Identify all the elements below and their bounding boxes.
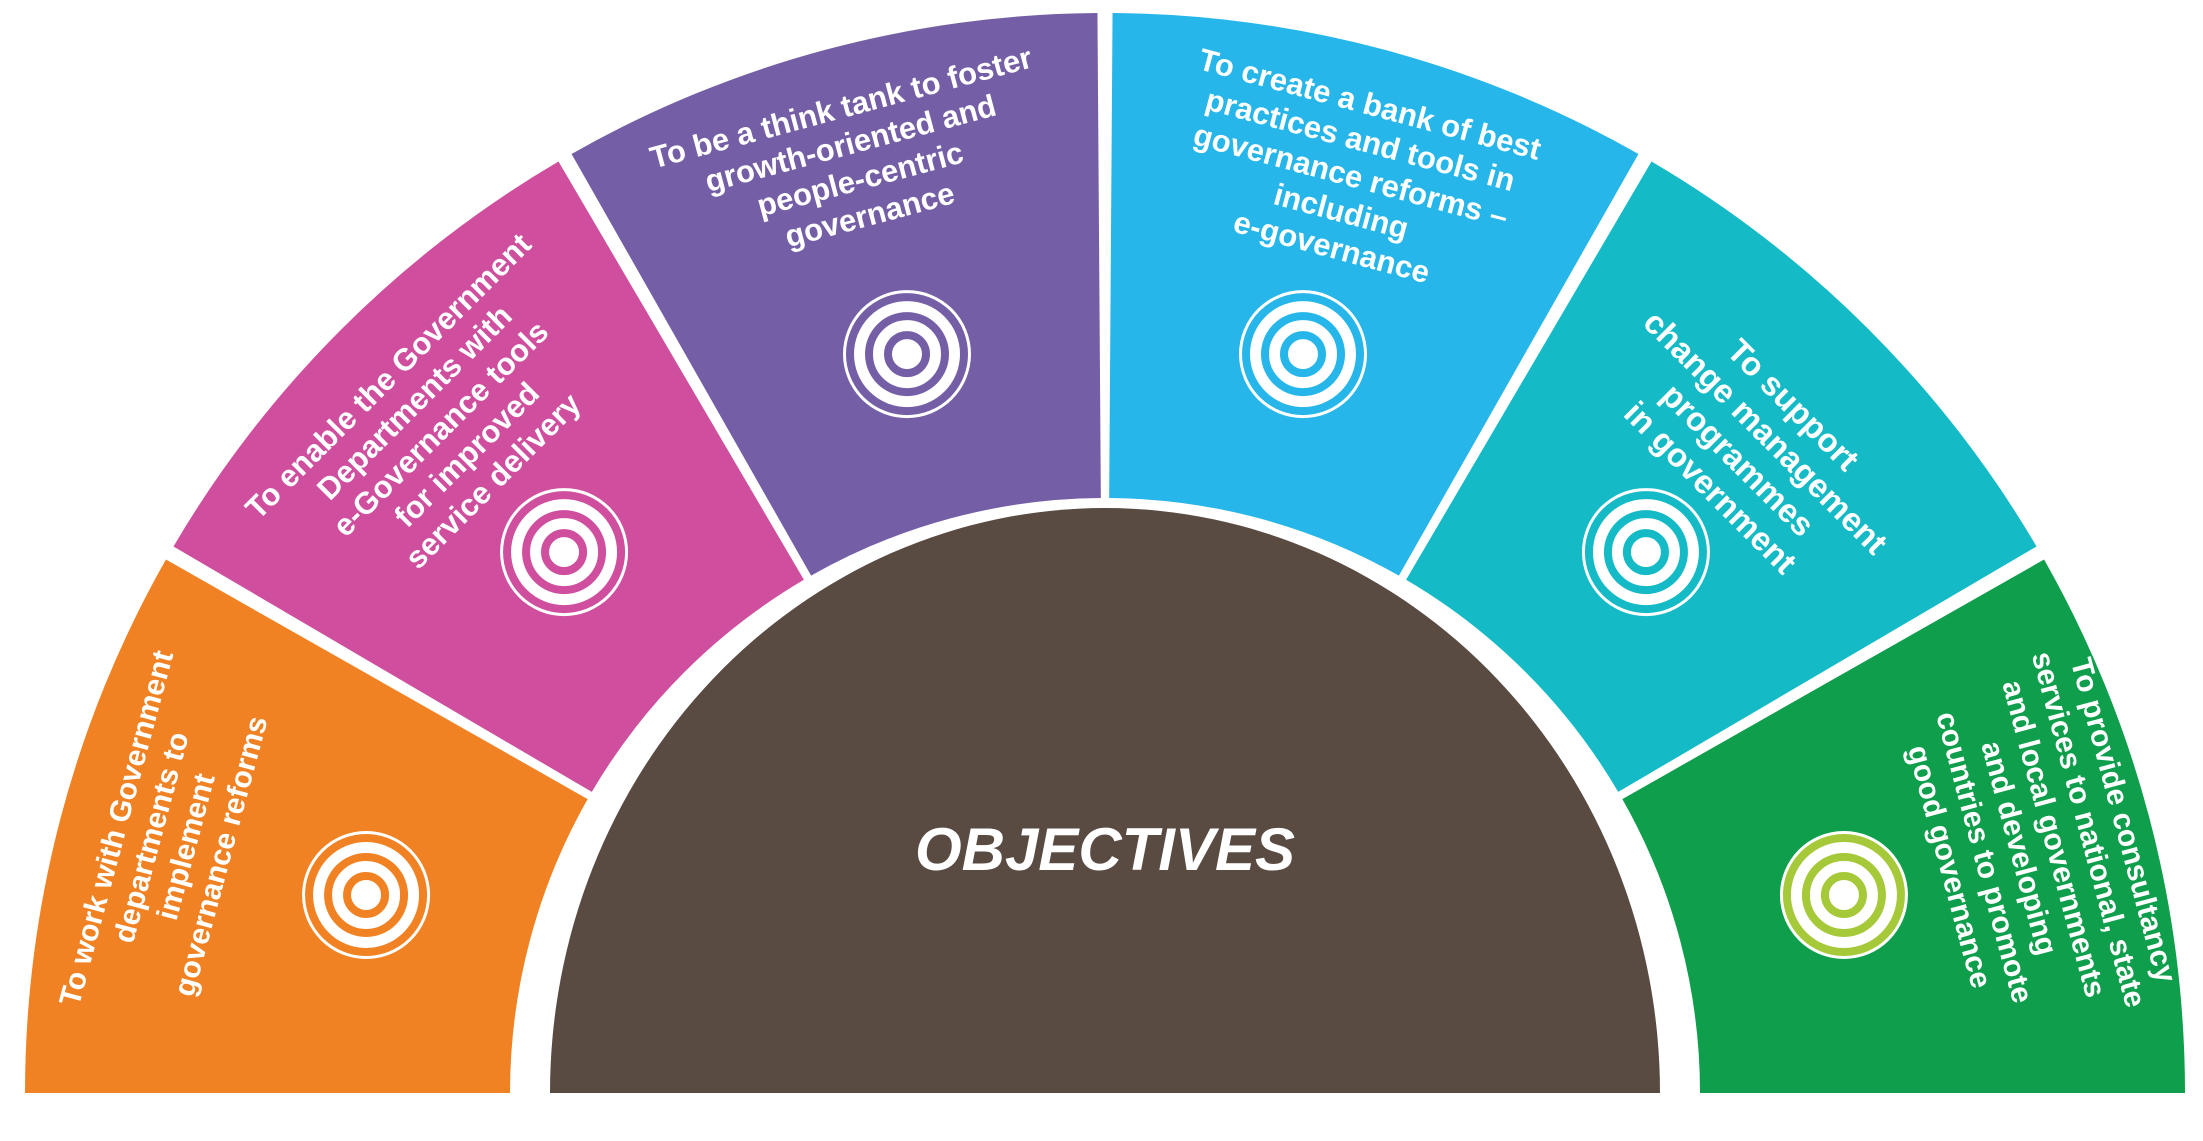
segment-purple bbox=[571, 13, 1101, 576]
segment-orange bbox=[25, 559, 588, 1093]
segment-sky bbox=[1109, 13, 1639, 576]
target-icon bbox=[302, 831, 431, 960]
segment-green bbox=[1622, 559, 2185, 1093]
center-label: OBJECTIVES bbox=[915, 816, 1295, 883]
target-icon bbox=[1581, 488, 1710, 617]
target-icon bbox=[500, 488, 629, 617]
segment-magenta bbox=[173, 161, 804, 792]
segment-teal bbox=[1406, 161, 2037, 792]
target-icon bbox=[1779, 831, 1908, 960]
center-half-circle bbox=[550, 508, 1660, 1093]
target-icon bbox=[1238, 290, 1367, 419]
targets-layer bbox=[302, 290, 1908, 960]
target-icon bbox=[843, 290, 972, 419]
